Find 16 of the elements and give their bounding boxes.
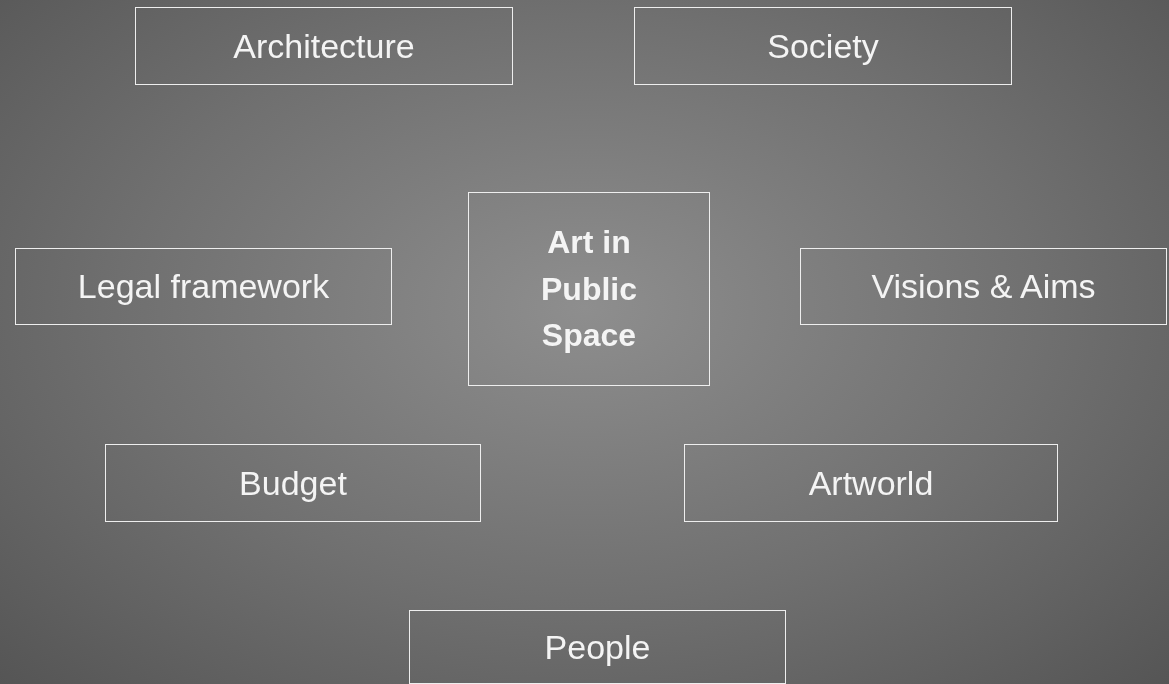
topic-label: Society	[767, 26, 879, 66]
topic-label: Architecture	[233, 26, 415, 66]
topic-box	[409, 610, 786, 684]
topic-label: Art in Public Space	[540, 223, 638, 356]
topic-label: Artworld	[808, 463, 934, 503]
topic-label: People	[544, 627, 651, 667]
topic-box	[135, 7, 513, 85]
topic-box	[15, 248, 392, 325]
topic-label: Visions & Aims	[871, 267, 1096, 306]
topic-label: Legal framework	[77, 267, 330, 306]
topic-box	[634, 7, 1012, 85]
topic-box	[105, 444, 481, 522]
topic-box	[800, 248, 1167, 325]
topic-box	[684, 444, 1058, 522]
topic-label: Budget	[239, 463, 347, 503]
central-topic-box	[468, 192, 710, 386]
